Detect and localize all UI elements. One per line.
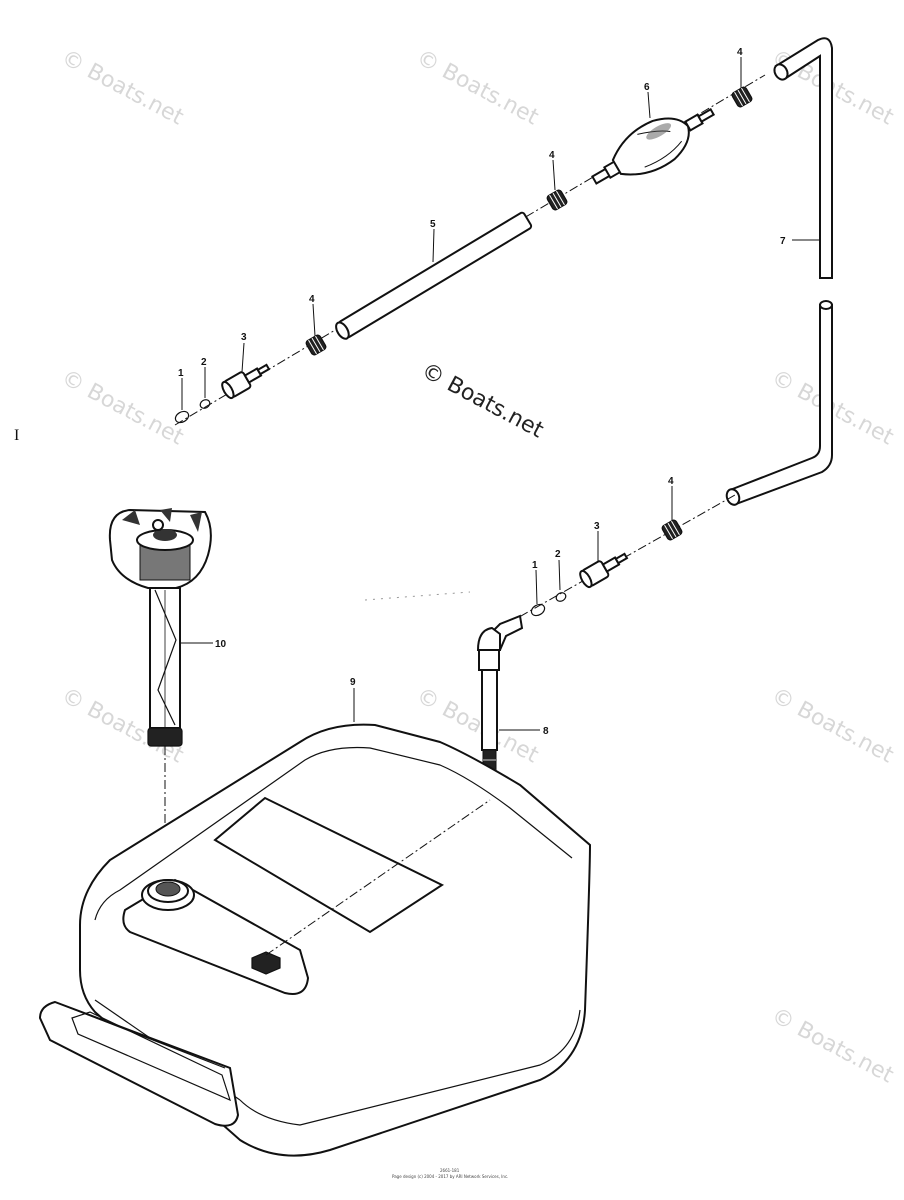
callout-3-lower: 3 [594,521,600,532]
primer-bulb-6 [591,108,716,185]
faint-guide-line [364,591,471,601]
center-watermark: © Boats.net [417,358,548,443]
fuel-tank-9 [38,723,592,1157]
callout-4-b: 4 [549,150,555,161]
o-ring-1-upper [174,410,190,424]
callout-2-lower: 2 [555,549,561,560]
stray-mark: I [14,427,19,444]
connector-3-upper [221,363,271,400]
tube-axis-line [265,799,491,956]
clamp-4-d [661,519,683,541]
callout-5: 5 [430,219,436,230]
callout-3-upper: 3 [241,332,247,343]
leader-lines [180,57,820,731]
washer-2-upper [199,399,211,409]
callout-6: 6 [644,82,650,93]
callout-4-a: 4 [309,294,315,305]
callout-8: 8 [543,726,549,737]
callout-4-c: 4 [737,47,743,58]
watermark: © Boats.net [767,683,898,768]
connector-3-lower [579,552,629,589]
fuel-gauge-10 [108,508,212,880]
hose-5 [335,211,533,340]
callout-1-lower: 1 [532,560,538,571]
hose-7 [725,37,833,506]
callout-4-d: 4 [668,476,674,487]
callout-2-upper: 2 [201,357,207,368]
callouts: 1 2 3 4 5 4 6 4 7 4 3 2 1 8 9 10 [178,47,786,737]
footer-copyright: Page design (c) 2004 - 2017 by ARI Netwo… [392,1174,508,1179]
washer-2-lower [555,592,567,602]
o-ring-1-lower [530,603,546,617]
callout-7: 7 [780,236,786,247]
watermark: © Boats.net [57,365,188,450]
footer-part-number: 2661-181 [440,1168,460,1173]
watermark: © Boats.net [767,1003,898,1088]
callout-10: 10 [215,639,227,650]
watermark: © Boats.net [412,45,543,130]
clamp-4-c [731,86,753,108]
watermark: © Boats.net [57,45,188,130]
callout-9: 9 [350,677,356,688]
clamp-4-a [305,334,327,356]
clamp-4-b [546,189,568,211]
callout-1-upper: 1 [178,368,184,379]
